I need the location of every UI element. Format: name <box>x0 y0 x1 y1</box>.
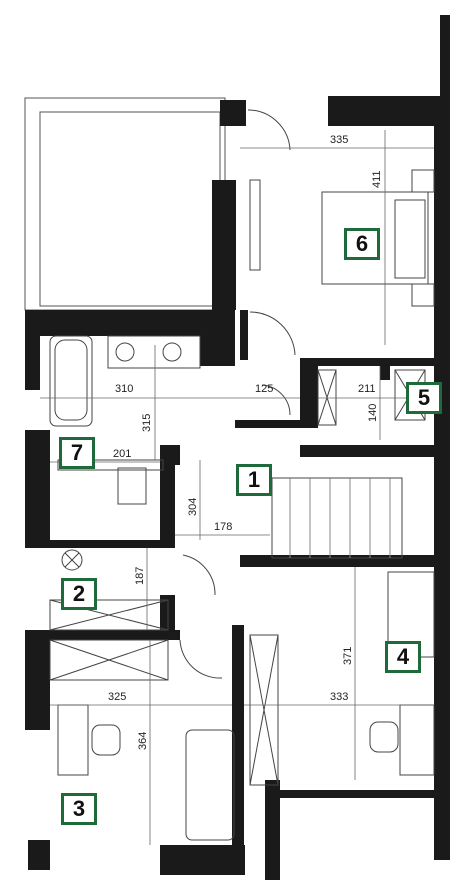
room-label-2: 2 <box>61 578 97 610</box>
double-sink <box>107 335 201 369</box>
dim-304: 304 <box>187 498 199 516</box>
room-label-1: 1 <box>236 464 272 496</box>
dim-201: 201 <box>113 448 131 460</box>
bathtub-7 <box>49 335 93 427</box>
dim-125: 125 <box>255 383 273 395</box>
desk-4 <box>399 704 435 776</box>
dim-310: 310 <box>115 383 133 395</box>
dimension-texts: 335 411 310 125 211 315 140 201 304 178 … <box>108 134 383 750</box>
room-label-3: 3 <box>61 793 97 825</box>
dim-325: 325 <box>108 691 126 703</box>
dim-364: 364 <box>137 732 149 750</box>
dim-211: 211 <box>358 383 376 395</box>
dim-315: 315 <box>141 414 153 432</box>
toilet-3 <box>91 724 121 756</box>
dim-178: 178 <box>214 521 232 533</box>
outer-thin-outline <box>24 97 226 311</box>
dim-335: 335 <box>330 134 348 146</box>
wardrobe-x-2 <box>49 599 169 631</box>
bathtub-3 <box>185 729 235 841</box>
wardrobe-x-3 <box>49 639 169 681</box>
dim-411: 411 <box>371 170 383 188</box>
stairs <box>271 477 403 559</box>
desk-3 <box>57 704 89 776</box>
walls <box>25 15 450 880</box>
dim-187: 187 <box>134 567 146 585</box>
room-label-7: 7 <box>59 437 95 469</box>
wardrobe-x-corridor <box>249 634 279 786</box>
toilet-7 <box>117 467 147 505</box>
room-label-5: 5 <box>406 382 442 414</box>
room-label-4: 4 <box>385 641 421 673</box>
dim-333: 333 <box>330 691 348 703</box>
wardrobe-x-5 <box>317 369 337 426</box>
bed-6 <box>321 191 429 285</box>
room-label-6: 6 <box>344 228 380 260</box>
door-swings <box>179 109 296 679</box>
fixtures <box>49 169 435 841</box>
dim-140: 140 <box>367 404 379 422</box>
dim-371: 371 <box>342 647 354 665</box>
